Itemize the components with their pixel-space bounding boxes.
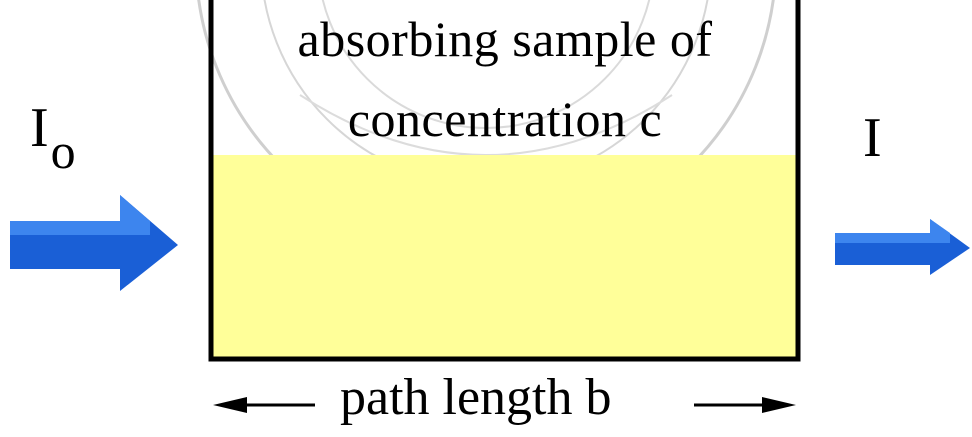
incident-intensity-label: Io — [30, 97, 76, 176]
path-length-right-arrow-icon — [694, 397, 796, 413]
path-length-left-arrow-icon — [213, 397, 315, 413]
sample-description-line-2: concentration c — [347, 91, 663, 147]
path-length-label: path length b — [340, 369, 612, 426]
incident-intensity-symbol: I — [30, 97, 49, 159]
cuvette-walls — [208, 0, 801, 362]
incident-beam-arrow-icon — [10, 195, 178, 291]
sample-liquid — [213, 155, 796, 358]
incident-intensity-subscript: o — [50, 123, 76, 179]
transmitted-beam-arrow-icon — [835, 219, 970, 275]
sample-description-line-1: absorbing sample of — [297, 11, 713, 67]
transmitted-intensity-label: I — [863, 107, 882, 169]
